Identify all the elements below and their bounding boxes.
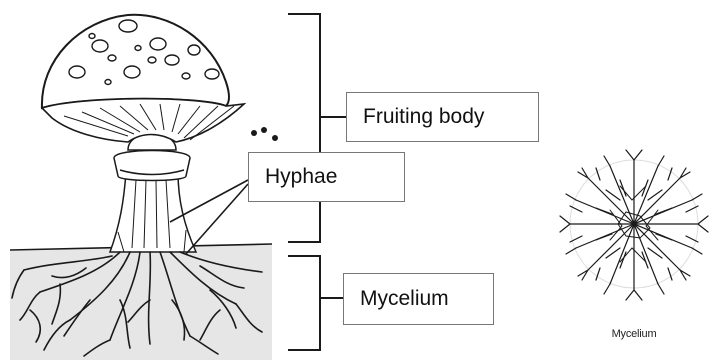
mushroom-ring <box>114 151 190 181</box>
mycelium-label: Mycelium <box>343 273 494 325</box>
fruiting-body-bracket <box>288 14 346 242</box>
mycelium-ball-illustration <box>560 150 708 300</box>
mycelium-caption: Mycelium <box>589 328 679 340</box>
mushroom-gills <box>42 99 244 142</box>
mushroom-stem <box>110 172 196 252</box>
mycelium-bracket <box>288 256 343 350</box>
spores <box>251 127 278 141</box>
hyphae-label: Hyphae <box>248 152 405 202</box>
fruiting-body-label: Fruiting body <box>346 92 539 142</box>
